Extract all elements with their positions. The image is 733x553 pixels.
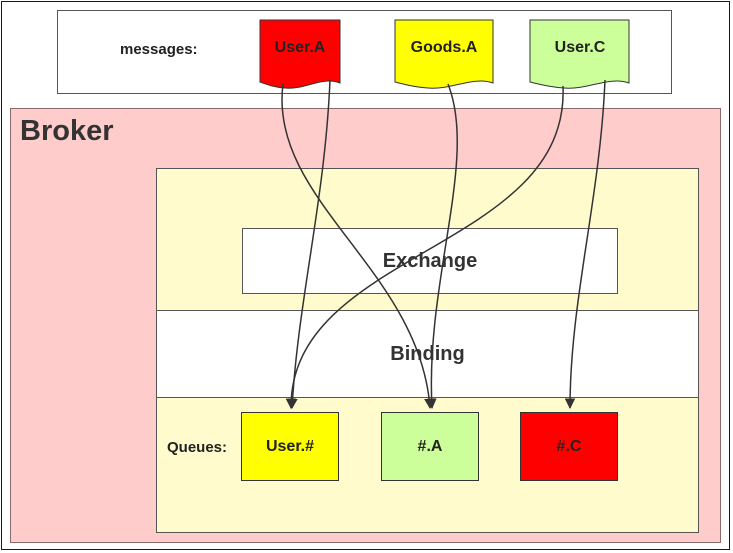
message-label-user-a: User.A — [275, 39, 326, 56]
message-doc-user-a — [259, 19, 341, 89]
messages-label: messages: — [120, 41, 198, 58]
queue-user-hash: User.# — [241, 412, 339, 481]
exchange-box: Exchange — [242, 228, 618, 294]
route-user-c-to-hash-c — [564, 79, 606, 410]
queue-hash-a: #.A — [381, 412, 479, 481]
message-doc-goods-a — [394, 19, 494, 89]
queues-label: Queues: — [167, 439, 228, 456]
binding-box: Binding — [156, 310, 699, 398]
route-user-a-to-user-hash — [287, 79, 331, 410]
queue-hash-c: #.C — [520, 412, 618, 481]
route-user-a-to-hash-a — [281, 83, 435, 410]
route-goods-a-to-hash-a — [426, 83, 458, 410]
broker-title: Broker — [20, 115, 114, 147]
route-user-c-to-user-hash — [285, 85, 564, 410]
message-label-goods-a: Goods.A — [411, 39, 478, 56]
message-doc-user-c — [529, 19, 630, 89]
message-label-user-c: User.C — [555, 39, 606, 56]
